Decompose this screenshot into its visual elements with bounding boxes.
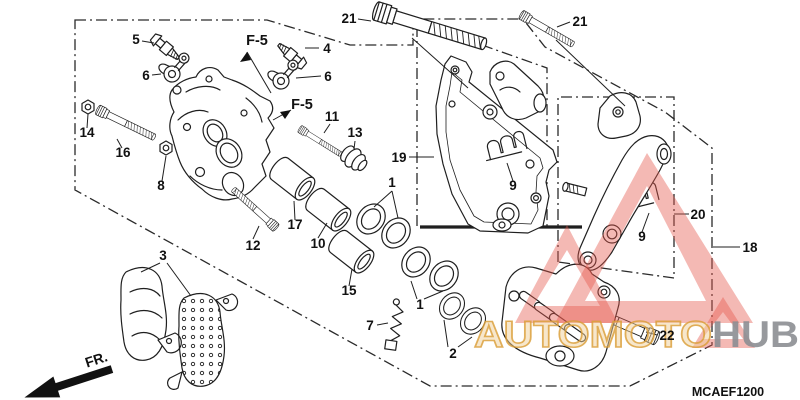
watermark-triangle-medium — [515, 225, 618, 323]
callout-2: 2 — [449, 346, 457, 361]
caliper-stay-18-20 — [562, 92, 672, 271]
watermark-triangle-small — [692, 297, 755, 348]
hanger-pin-16 — [94, 104, 158, 143]
callout-20: 20 — [690, 207, 705, 222]
callout-6-left: 6 — [142, 68, 150, 83]
callout-17: 17 — [287, 217, 302, 232]
figure-ref-f5-lower: F-5 — [291, 97, 313, 113]
front-arrow-icon — [24, 376, 61, 398]
watermark-triangle-large — [555, 153, 753, 323]
pin-bolt-12 — [229, 185, 281, 233]
callout-labels: 5 6 4 6 21 21 F-5 F-5 14 16 8 11 13 12 1… — [79, 11, 758, 361]
callout-3: 3 — [159, 248, 167, 263]
diagram-code: MCAEF1200 — [692, 385, 764, 399]
piston-15 — [324, 226, 379, 277]
pin-boot-13 — [340, 145, 368, 172]
callout-9-right: 9 — [638, 229, 646, 244]
callout-14: 14 — [79, 125, 95, 140]
mount-bolt-21-left — [370, 0, 490, 55]
mount-bolt-21-right — [517, 9, 577, 50]
caliper-bracket-19 — [435, 55, 558, 234]
outer-boundary-dashed — [74, 18, 713, 387]
callout-21-left: 21 — [341, 11, 357, 26]
bracket-18-box-dashed — [557, 96, 675, 279]
callout-1-upper: 1 — [388, 175, 396, 190]
brake-pad-outer — [120, 267, 182, 361]
callout-12: 12 — [245, 238, 260, 253]
callout-13: 13 — [347, 125, 363, 140]
slide-pin-11 — [296, 124, 344, 159]
nut-8 — [159, 140, 173, 156]
callout-7: 7 — [366, 318, 374, 333]
front-marker-label: FR. — [83, 348, 109, 370]
front-direction-marker: FR. — [24, 348, 114, 398]
callout-6-right: 6 — [324, 69, 332, 84]
callout-19: 19 — [391, 150, 406, 165]
caliper-bracket-lower — [501, 263, 620, 372]
leader-lines — [86, 18, 740, 348]
callout-10: 10 — [310, 236, 325, 251]
nut-14 — [81, 99, 95, 115]
callout-22: 22 — [659, 328, 674, 343]
watermark-text-automoto: AUTOMOTO — [474, 314, 712, 355]
callout-9-left: 9 — [509, 178, 517, 193]
brake-pad-inner — [167, 293, 239, 390]
pad-spring-7 — [384, 298, 404, 351]
callout-1-lower: 1 — [416, 297, 424, 312]
callout-8: 8 — [157, 178, 165, 193]
watermark: AUTOMOTO HUB — [473, 153, 799, 356]
callout-18: 18 — [742, 240, 758, 255]
f5-arrowheads — [240, 52, 291, 119]
bleed-screw-5 — [148, 31, 184, 64]
callout-16: 16 — [115, 145, 131, 160]
caliper-body — [169, 67, 275, 201]
joint-fitting-6-right — [265, 58, 303, 92]
callout-15: 15 — [341, 283, 357, 298]
callout-11: 11 — [325, 109, 340, 124]
bracket-arm-upper — [482, 60, 547, 121]
callout-4: 4 — [323, 41, 331, 56]
callout-5: 5 — [132, 32, 140, 47]
figure-ref-f5-upper: F-5 — [246, 33, 268, 49]
watermark-text-hub: HUB — [712, 314, 799, 355]
callout-21-right: 21 — [572, 14, 588, 29]
